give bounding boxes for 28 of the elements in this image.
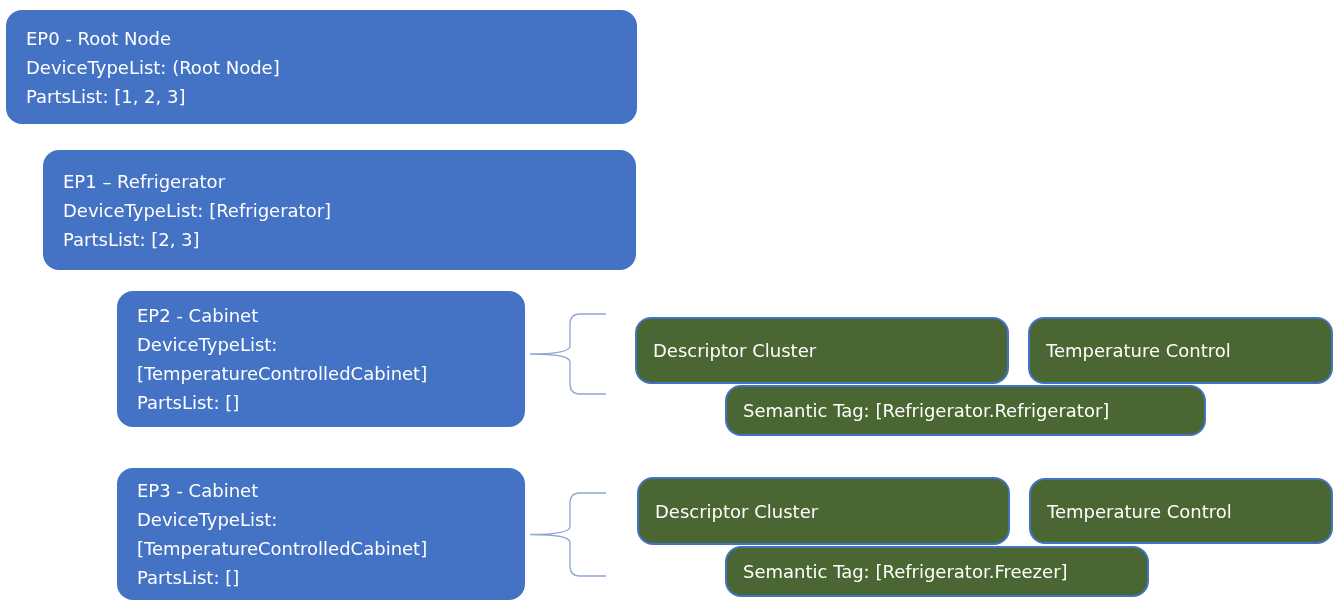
- cluster-box: [1029, 478, 1333, 544]
- cluster-box: [725, 385, 1206, 436]
- node-text: DeviceTypeList: [TemperatureControlledCabinet]: [137, 508, 429, 561]
- cluster-box: [1028, 317, 1333, 384]
- node-text: PartsList: []: [137, 391, 241, 415]
- node-text: DeviceTypeList: (Root Node]: [26, 55, 281, 80]
- node-text: EP3 - Cabinet: [137, 479, 260, 503]
- node-text: EP1 – Refrigerator: [63, 169, 227, 194]
- endpoint-box: [117, 468, 525, 600]
- node-text: PartsList: [1, 2, 3]: [26, 84, 187, 109]
- node-text: EP0 - Root Node: [26, 26, 173, 51]
- node-text: PartsList: [2, 3]: [63, 227, 201, 252]
- endpoint-box: [6, 10, 637, 124]
- cluster-box: [637, 477, 1010, 545]
- node-text: Descriptor Cluster: [655, 499, 820, 524]
- node-text: Semantic Tag: [Refrigerator.Refrigerator]: [743, 399, 1111, 423]
- node-text: Semantic Tag: [Refrigerator.Freezer]: [743, 560, 1069, 584]
- endpoint-box: [117, 291, 525, 427]
- node-text: DeviceTypeList: [TemperatureControlledCabinet]: [137, 333, 429, 386]
- node-text: PartsList: []: [137, 566, 241, 590]
- node-text: Temperature Control: [1047, 499, 1233, 524]
- node-text: EP2 - Cabinet: [137, 304, 260, 328]
- cluster-box: [725, 546, 1149, 597]
- node-text: DeviceTypeList: [Refrigerator]: [63, 198, 333, 223]
- node-text: Descriptor Cluster: [653, 339, 818, 363]
- endpoint-box: [43, 150, 636, 270]
- cluster-box: [635, 317, 1009, 384]
- node-text: Temperature Control: [1046, 339, 1232, 363]
